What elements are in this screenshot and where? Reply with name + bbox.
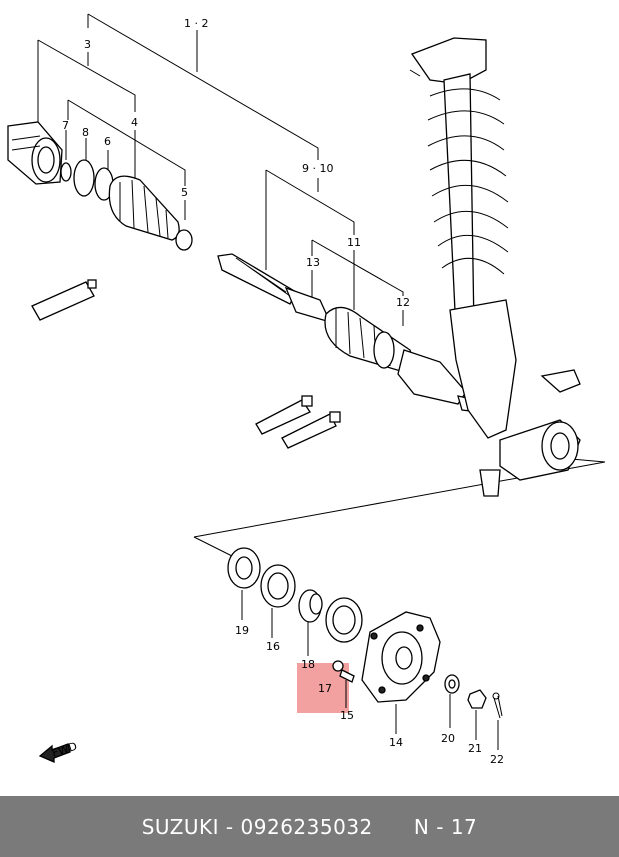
callout-19: 19	[235, 624, 249, 637]
oil-seal-19	[227, 547, 261, 589]
callout-7: 7	[62, 119, 69, 132]
grease-tube-1	[31, 279, 97, 321]
inner-boot-11	[324, 306, 413, 373]
footer-gap	[373, 815, 414, 839]
ring-8	[73, 159, 95, 197]
footer-sep-1: -	[219, 814, 241, 839]
leader-lines-lower	[241, 590, 499, 750]
hub-bolt-17	[332, 660, 355, 683]
circlip-7	[60, 162, 72, 182]
spacer-18	[298, 589, 323, 623]
callout-20: 20	[441, 732, 455, 745]
callout-12: 12	[396, 296, 410, 309]
strut-assembly	[409, 37, 581, 497]
part-number: 0926235032	[240, 814, 373, 839]
cotter-pin-22	[492, 692, 503, 719]
grease-tube-3	[281, 411, 341, 449]
fwd-label: FWD	[50, 740, 78, 760]
callout-21: 21	[468, 742, 482, 755]
callout-13: 13	[306, 256, 320, 269]
fwd-arrow: FWD	[38, 740, 79, 763]
callout-18: 18	[301, 658, 315, 671]
callout-14: 14	[389, 736, 403, 749]
callout-16: 16	[266, 640, 280, 653]
callout-1-2: 1 · 2	[184, 17, 209, 30]
callout-3: 3	[84, 38, 91, 51]
callout-9-10: 9 · 10	[302, 162, 334, 175]
callout-15: 15	[340, 709, 354, 722]
part-footer-bar: SUZUKI - 0926235032 N - 17	[0, 796, 619, 857]
bearing-15	[325, 597, 363, 643]
callout-22: 22	[490, 753, 504, 766]
wheel-hub-14	[361, 611, 441, 703]
washer-20	[444, 674, 460, 694]
callout-8: 8	[82, 126, 89, 139]
band-12	[373, 331, 395, 369]
exploded-parts-diagram: FWD 1 · 2 3 4 5 6 7 8 9 · 10 11 12 13 14…	[7, 13, 606, 766]
highlight-box-17	[297, 663, 349, 713]
page-ref: N - 17	[413, 814, 478, 839]
outer-cv-joint	[7, 121, 63, 185]
band-5	[175, 229, 193, 251]
callout-17: 17	[318, 682, 332, 695]
callout-4: 4	[131, 116, 138, 129]
bearing-16	[260, 564, 296, 608]
boot-4	[108, 175, 180, 241]
grease-tube-2	[255, 395, 313, 435]
brand-name: SUZUKI	[141, 814, 220, 839]
callout-5: 5	[181, 186, 188, 199]
callout-6: 6	[104, 135, 111, 148]
nut-21	[467, 689, 487, 709]
callout-11: 11	[347, 236, 361, 249]
